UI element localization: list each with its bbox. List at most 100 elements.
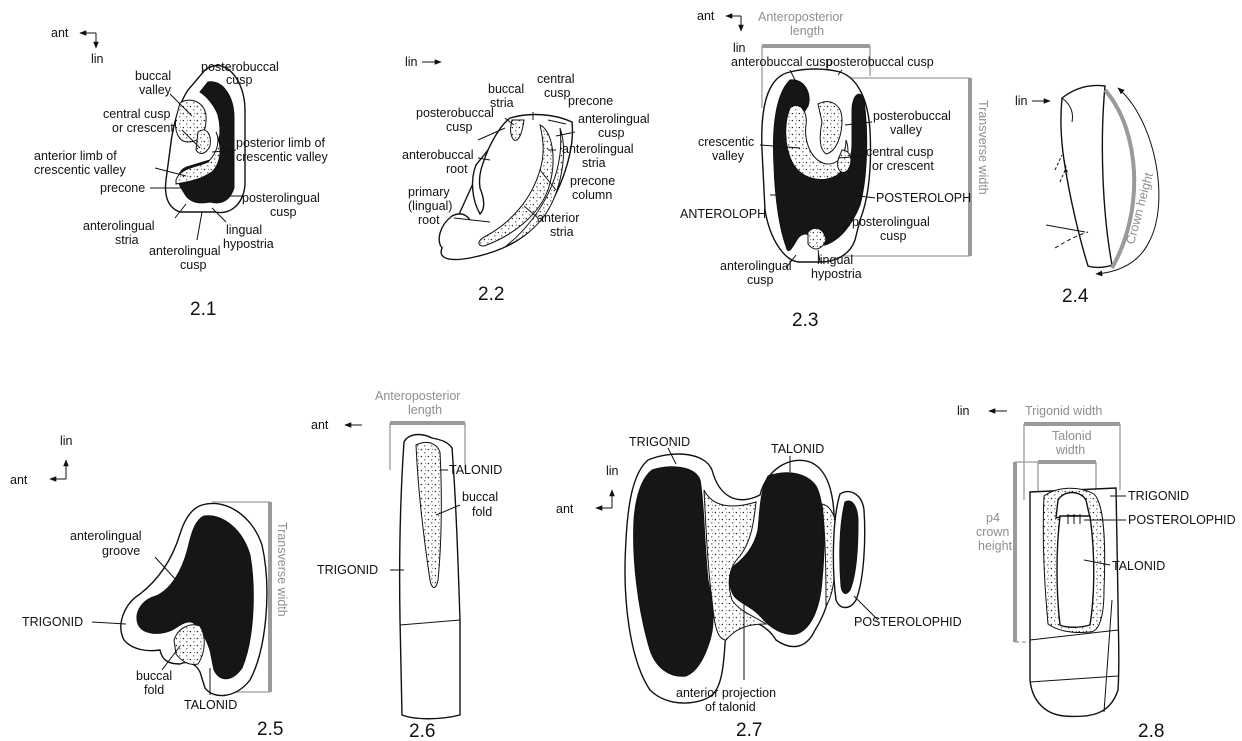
orientation-label: ant bbox=[311, 418, 329, 432]
label-anterolingual-cusp: cusp bbox=[598, 126, 624, 140]
label-posterobuccal-valley: valley bbox=[890, 123, 923, 137]
label-posterobuccal-valley: posterobuccal bbox=[873, 109, 951, 123]
panel-number: 2.8 bbox=[1138, 721, 1164, 741]
measurement-label: height bbox=[978, 539, 1013, 553]
panel-number: 2.7 bbox=[736, 720, 762, 741]
measurement-label: width bbox=[1055, 443, 1085, 457]
label-lingual-hypostria: lingual bbox=[226, 223, 262, 237]
label-buccal-fold: buccal bbox=[136, 669, 172, 683]
label-anteroloph: ANTEROLOPH bbox=[680, 207, 766, 221]
measurement-label: length bbox=[790, 24, 824, 38]
label-posterior-limb: posterior limb of bbox=[236, 136, 325, 150]
orientation-label: lin bbox=[405, 55, 418, 69]
orientation-indicator: lin bbox=[957, 404, 1007, 418]
orientation-indicator: lin ant bbox=[556, 464, 619, 516]
label-anterobuccal-cusp: anterobuccal cusp bbox=[731, 55, 833, 69]
label-precone-column: column bbox=[572, 188, 612, 202]
orientation-label: lin bbox=[733, 41, 746, 55]
label-posterolophid: POSTEROLOPHID bbox=[854, 615, 962, 629]
panel-number: 2.3 bbox=[792, 310, 818, 331]
label-anterior-limb: crescentic valley bbox=[34, 163, 126, 177]
label-primary-root: (lingual) bbox=[408, 199, 452, 213]
orientation-indicator: lin bbox=[1015, 94, 1050, 108]
label-buccal-valley: valley bbox=[139, 83, 172, 97]
label-anterior-limb: anterior limb of bbox=[34, 149, 117, 163]
orientation-label: lin bbox=[957, 404, 970, 418]
orientation-label: ant bbox=[697, 9, 715, 23]
measurement-label: Anteroposterior bbox=[375, 389, 460, 403]
label-anterior-stria: stria bbox=[550, 225, 574, 239]
panel-number: 2.4 bbox=[1062, 286, 1089, 307]
label-trigonid: TRIGONID bbox=[629, 435, 690, 449]
panel-number: 2.6 bbox=[409, 721, 435, 741]
label-central-cusp: or crescent bbox=[112, 121, 174, 135]
panel-2-3: ant lin Anteroposterior length Transvers… bbox=[680, 9, 990, 331]
label-posterobuccal-cusp: posterobuccal bbox=[416, 106, 494, 120]
tooth-drawing bbox=[762, 69, 871, 262]
measurement-label: p4 bbox=[986, 511, 1000, 525]
panel-2-1: ant lin posterobuccal cusp buccal valley… bbox=[34, 26, 328, 320]
label-anterolingual-cusp: cusp bbox=[180, 258, 206, 272]
label-anterolingual-cusp: anterolingual bbox=[578, 112, 650, 126]
label-anterolingual-stria: stria bbox=[582, 156, 606, 170]
panel-2-4: lin Crown height 2.4 bbox=[1015, 86, 1159, 308]
label-posterolingual-cusp: posterolingual bbox=[852, 215, 930, 229]
panel-2-8: lin Trigonid width Talonid width p4 crow… bbox=[957, 404, 1236, 741]
panel-number: 2.2 bbox=[478, 284, 504, 305]
label-anterolingual-cusp: anterolingual bbox=[149, 244, 221, 258]
label-buccal-valley: buccal bbox=[135, 69, 171, 83]
label-trigonid: TRIGONID bbox=[317, 563, 378, 577]
measurement-label: Transverse width bbox=[976, 100, 990, 195]
label-talonid: TALONID bbox=[184, 698, 237, 712]
orientation-label: ant bbox=[556, 502, 574, 516]
label-talonid: TALONID bbox=[771, 442, 824, 456]
tooth-drawing bbox=[121, 503, 267, 695]
label-talonid: TALONID bbox=[1112, 559, 1165, 573]
orientation-label: ant bbox=[10, 473, 28, 487]
label-trigonid: TRIGONID bbox=[1128, 489, 1189, 503]
orientation-indicator: ant bbox=[311, 418, 362, 432]
label-central-cusp: central cusp bbox=[866, 145, 933, 159]
label-buccal-fold: fold bbox=[472, 505, 492, 519]
label-posteroloph: POSTEROLOPH bbox=[876, 191, 971, 205]
label-anterolingual-groove: anterolingual bbox=[70, 529, 142, 543]
panel-number: 2.5 bbox=[257, 719, 283, 740]
orientation-label: lin bbox=[606, 464, 619, 478]
measurement-label: Talonid bbox=[1052, 429, 1092, 443]
label-posterolophid: POSTEROLOPHID bbox=[1128, 513, 1236, 527]
orientation-label: lin bbox=[91, 52, 104, 66]
label-buccal-stria: buccal bbox=[488, 82, 524, 96]
label-posterobuccal-cusp: cusp bbox=[446, 120, 472, 134]
panel-2-6: ant Anteroposterior length TALONID bucca… bbox=[311, 389, 502, 741]
label-posterobuccal-cusp: cusp bbox=[226, 73, 252, 87]
label-posterobuccal-cusp: posterobuccal bbox=[201, 60, 279, 74]
label-trigonid: TRIGONID bbox=[22, 615, 83, 629]
label-posterobuccal-cusp: posterobuccal cusp bbox=[826, 55, 934, 69]
tooth-drawing bbox=[625, 454, 865, 703]
tooth-drawing bbox=[166, 66, 245, 213]
label-primary-root: root bbox=[418, 213, 440, 227]
measurement-label: Crown height bbox=[1123, 171, 1156, 246]
label-posterior-limb: crescentic valley bbox=[236, 150, 328, 164]
label-lingual-hypostria: hypostria bbox=[811, 267, 862, 281]
label-buccal-fold: fold bbox=[144, 683, 164, 697]
label-anterolingual-cusp: anterolingual bbox=[720, 259, 792, 273]
panel-2-2: lin buccal stria central cusp precon bbox=[402, 55, 650, 305]
measurement-label: Anteroposterior bbox=[758, 10, 843, 24]
measurement-label: crown bbox=[976, 525, 1009, 539]
orientation-indicator: ant lin bbox=[697, 9, 746, 55]
label-lingual-hypostria: lingual bbox=[817, 253, 853, 267]
orientation-indicator: ant lin bbox=[51, 26, 104, 66]
label-precone-column: precone bbox=[570, 174, 615, 188]
label-central-cusp: cusp bbox=[544, 86, 570, 100]
label-precone: precone bbox=[100, 181, 145, 195]
label-anterior-stria: anterior bbox=[537, 211, 579, 225]
label-posterolingual-cusp: posterolingual bbox=[242, 191, 320, 205]
label-crescentic-valley: crescentic bbox=[698, 135, 754, 149]
label-posterolingual-cusp: cusp bbox=[270, 205, 296, 219]
label-precone: precone bbox=[568, 94, 613, 108]
measurement-label: Trigonid width bbox=[1025, 404, 1102, 418]
label-anterior-projection: anterior projection bbox=[676, 686, 776, 700]
tooth-drawing bbox=[1030, 488, 1119, 717]
